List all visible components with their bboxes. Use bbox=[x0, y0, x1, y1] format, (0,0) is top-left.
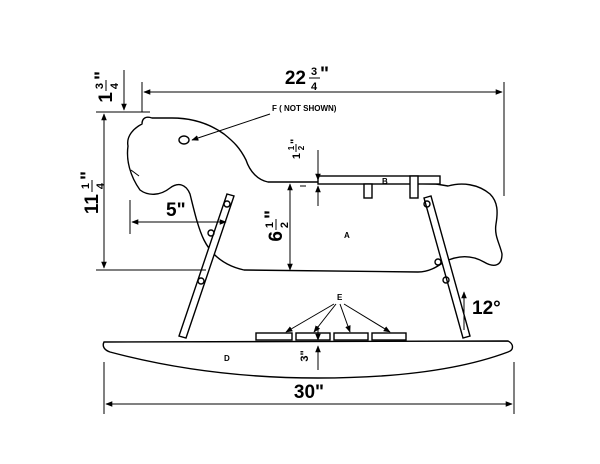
svg-text:11: 11 bbox=[82, 194, 103, 215]
seat-cleat-left bbox=[363, 183, 373, 199]
dim-rocker-clearance-label: 3" bbox=[299, 350, 311, 361]
svg-text:": " bbox=[262, 210, 283, 219]
footrest-blocks bbox=[255, 332, 407, 341]
svg-text:": " bbox=[320, 64, 329, 85]
svg-text:1: 1 bbox=[96, 92, 117, 103]
footrests-callout-arrows bbox=[285, 303, 391, 333]
label-footrests: E bbox=[337, 293, 343, 302]
dim-leg-offset-label: 5" bbox=[166, 200, 186, 221]
label-body: A bbox=[344, 231, 350, 240]
dim-rocker-length-label: 30" bbox=[294, 382, 324, 403]
dim-leg-angle-label: 12° bbox=[472, 298, 501, 319]
svg-text:": " bbox=[92, 71, 113, 80]
rocker-board bbox=[102, 340, 514, 379]
label-eye-callout: F ( NOT SHOWN) bbox=[272, 104, 337, 113]
svg-text:1: 1 bbox=[80, 183, 92, 189]
dim-seat-drop-label: 1 1 2 " bbox=[287, 139, 306, 159]
dim-body-height-label: 6 1 2 " bbox=[262, 210, 291, 242]
svg-text:4: 4 bbox=[95, 182, 107, 189]
svg-text:1: 1 bbox=[287, 145, 296, 150]
svg-text:3: 3 bbox=[311, 66, 317, 78]
seat-board bbox=[317, 175, 441, 185]
dim-overall-length-label: 22 3 4 " bbox=[285, 64, 329, 93]
svg-text:4: 4 bbox=[109, 82, 121, 89]
svg-text:4: 4 bbox=[311, 81, 318, 93]
svg-text:6: 6 bbox=[266, 231, 287, 242]
horse-eye bbox=[178, 135, 190, 145]
horse-body-outline bbox=[126, 116, 503, 273]
label-seat: B bbox=[382, 177, 388, 186]
callout-eye-arrow bbox=[191, 113, 271, 141]
svg-text:1: 1 bbox=[264, 222, 276, 228]
svg-text:": " bbox=[289, 139, 301, 144]
dim-top-offset-label: 1 3 4 " bbox=[92, 71, 121, 103]
svg-text:22: 22 bbox=[285, 68, 306, 89]
svg-text:": " bbox=[78, 171, 99, 180]
front-leg bbox=[178, 193, 235, 339]
dim-overall-height-label: 11 1 4 " bbox=[78, 171, 107, 214]
seat-cleat-right bbox=[409, 175, 419, 199]
horse-mouth-line bbox=[130, 169, 140, 177]
svg-text:2: 2 bbox=[297, 145, 306, 150]
svg-text:2: 2 bbox=[279, 222, 291, 228]
back-leg bbox=[423, 195, 471, 339]
svg-text:1: 1 bbox=[291, 153, 303, 159]
label-rocker: D bbox=[224, 354, 230, 363]
svg-text:3: 3 bbox=[94, 83, 106, 89]
svg-text:3": 3" bbox=[299, 350, 311, 361]
